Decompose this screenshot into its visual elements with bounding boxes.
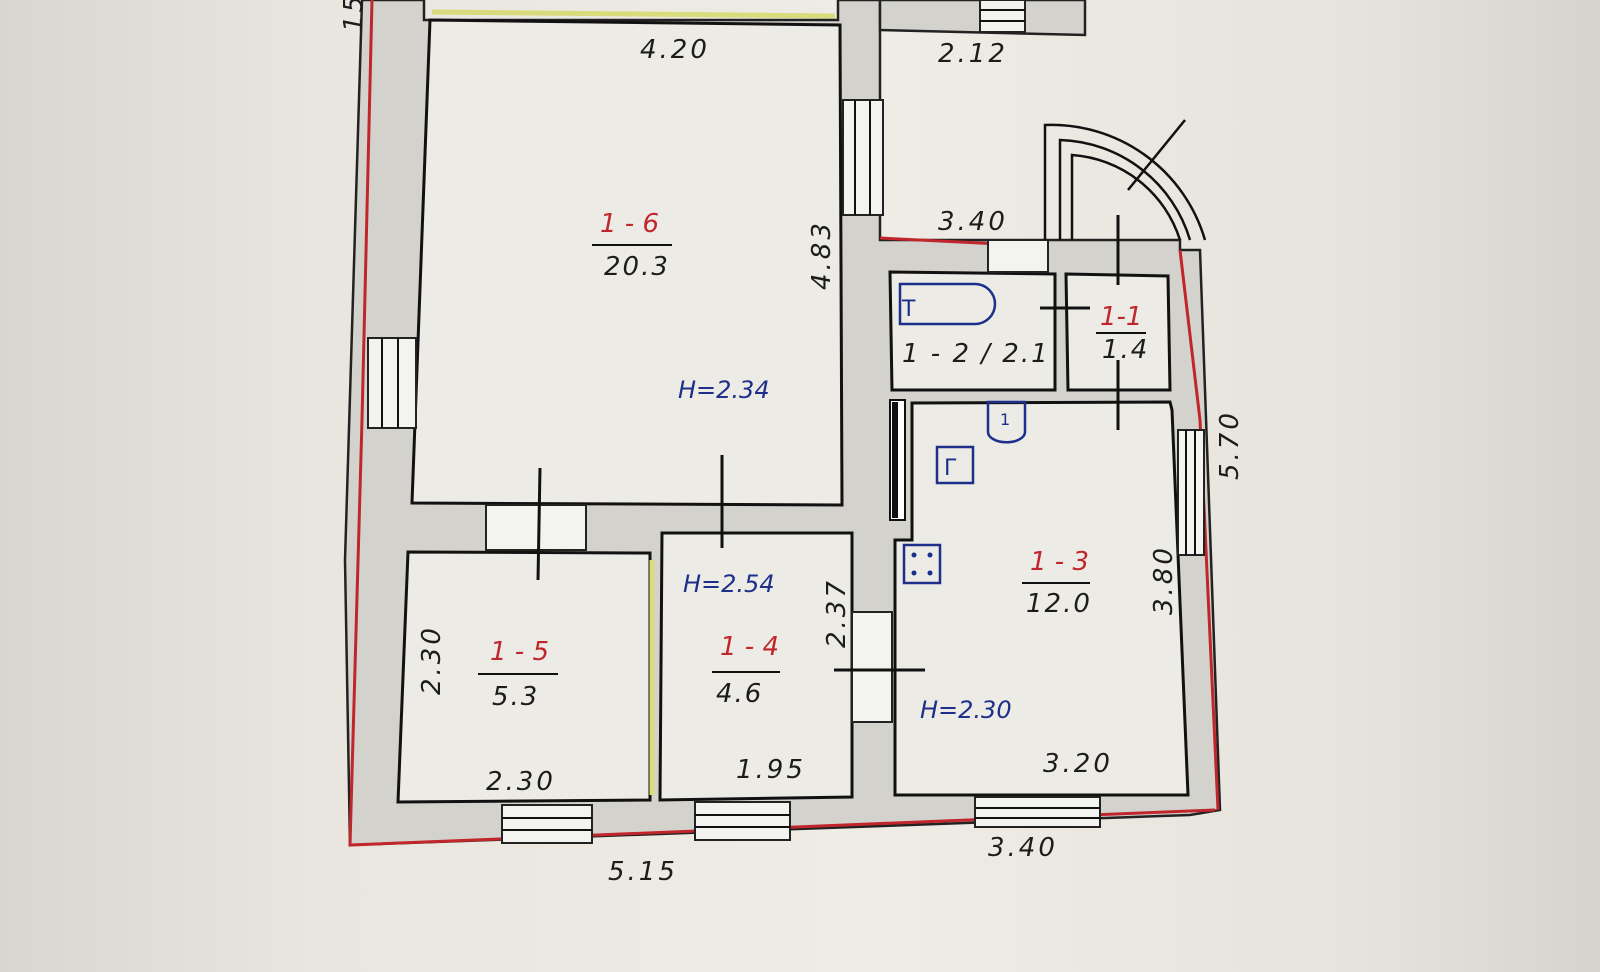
porch-arc: [1043, 119, 1207, 241]
door-opening-1-4-right: [851, 611, 893, 723]
sink-mark: 1: [1000, 410, 1010, 429]
inner-partition-shade: [892, 402, 898, 518]
room-1-2-label: 1 - 2 / 2.1: [902, 339, 1050, 369]
window-bottom-2: [694, 801, 791, 841]
svg-text:20.3: 20.3: [604, 252, 670, 282]
svg-text:4.6: 4.6: [716, 679, 763, 709]
sink-icon: [986, 400, 1027, 444]
bathtub-icon: [898, 282, 997, 326]
room-1-5: [396, 550, 652, 804]
dim-4-20: 4.20: [640, 35, 710, 65]
svg-text:1.4: 1.4: [1102, 335, 1149, 365]
boiler-mark: Г: [944, 456, 957, 481]
dim-3-20: 3.20: [1043, 749, 1113, 779]
exterior-outline-right: [1178, 249, 1220, 811]
height-label-1-6: H=2.34: [678, 376, 770, 404]
room-1-4: [658, 531, 854, 802]
exterior-outline-top: [879, 236, 1001, 246]
boiler-icon: [935, 445, 975, 485]
window-center-vertical: [842, 99, 884, 216]
door-opening-1-2-top: [987, 239, 1049, 273]
svg-text:1 - 5: 1 - 5: [490, 637, 549, 667]
window-right: [1177, 429, 1205, 556]
svg-text:1 - 3: 1 - 3: [1030, 547, 1089, 577]
svg-text:12.0: 12.0: [1026, 589, 1092, 619]
window-bottom-3: [974, 796, 1101, 828]
dim-2-37: 2.37: [822, 578, 852, 648]
stove-icon: [902, 543, 942, 585]
height-label-hall: H=2.54: [683, 570, 775, 598]
dim-15-cut: 15: [339, 0, 369, 32]
svg-text:1-1: 1-1: [1100, 302, 1142, 332]
dim-3-80: 3.80: [1149, 545, 1179, 615]
dim-3-40-top: 3.40: [938, 207, 1008, 237]
svg-text:5.3: 5.3: [492, 682, 539, 712]
dim-1-95: 1.95: [736, 755, 806, 785]
bath-mark: T: [901, 297, 916, 322]
room-1-6-label: 1 - 6 20.3: [592, 209, 672, 282]
room-1-4-label: 1 - 4 4.6: [712, 632, 780, 709]
room-1-3-label: 1 - 3 12.0: [1022, 547, 1092, 619]
room-1-5-label: 1 - 5 5.3: [478, 637, 558, 712]
dim-5-15: 5.15: [608, 857, 678, 887]
window-bottom-1: [501, 804, 593, 844]
dim-2-30-bottom: 2.30: [486, 767, 556, 797]
window-left: [367, 337, 417, 429]
room-1-6: [410, 18, 844, 507]
room-1-3: [893, 400, 1190, 797]
room-1-1-label: 1-1 1.4: [1096, 302, 1149, 365]
dim-2-30-side: 2.30: [417, 625, 447, 695]
dim-3-40-bottom: 3.40: [988, 833, 1058, 863]
dim-4-83: 4.83: [807, 220, 837, 290]
dim-5-70: 5.70: [1215, 410, 1245, 480]
room-1-2: [888, 270, 1057, 392]
svg-text:1 - 4: 1 - 4: [720, 632, 779, 662]
window-top-right: [979, 0, 1026, 33]
dim-2-12: 2.12: [938, 39, 1008, 69]
height-label-1-3: H=2.30: [920, 696, 1012, 724]
door-swing-1: [536, 467, 542, 581]
svg-text:1 - 6: 1 - 6: [600, 209, 659, 239]
door-opening-1-6-left: [485, 504, 587, 551]
top-window-line: [431, 9, 836, 19]
